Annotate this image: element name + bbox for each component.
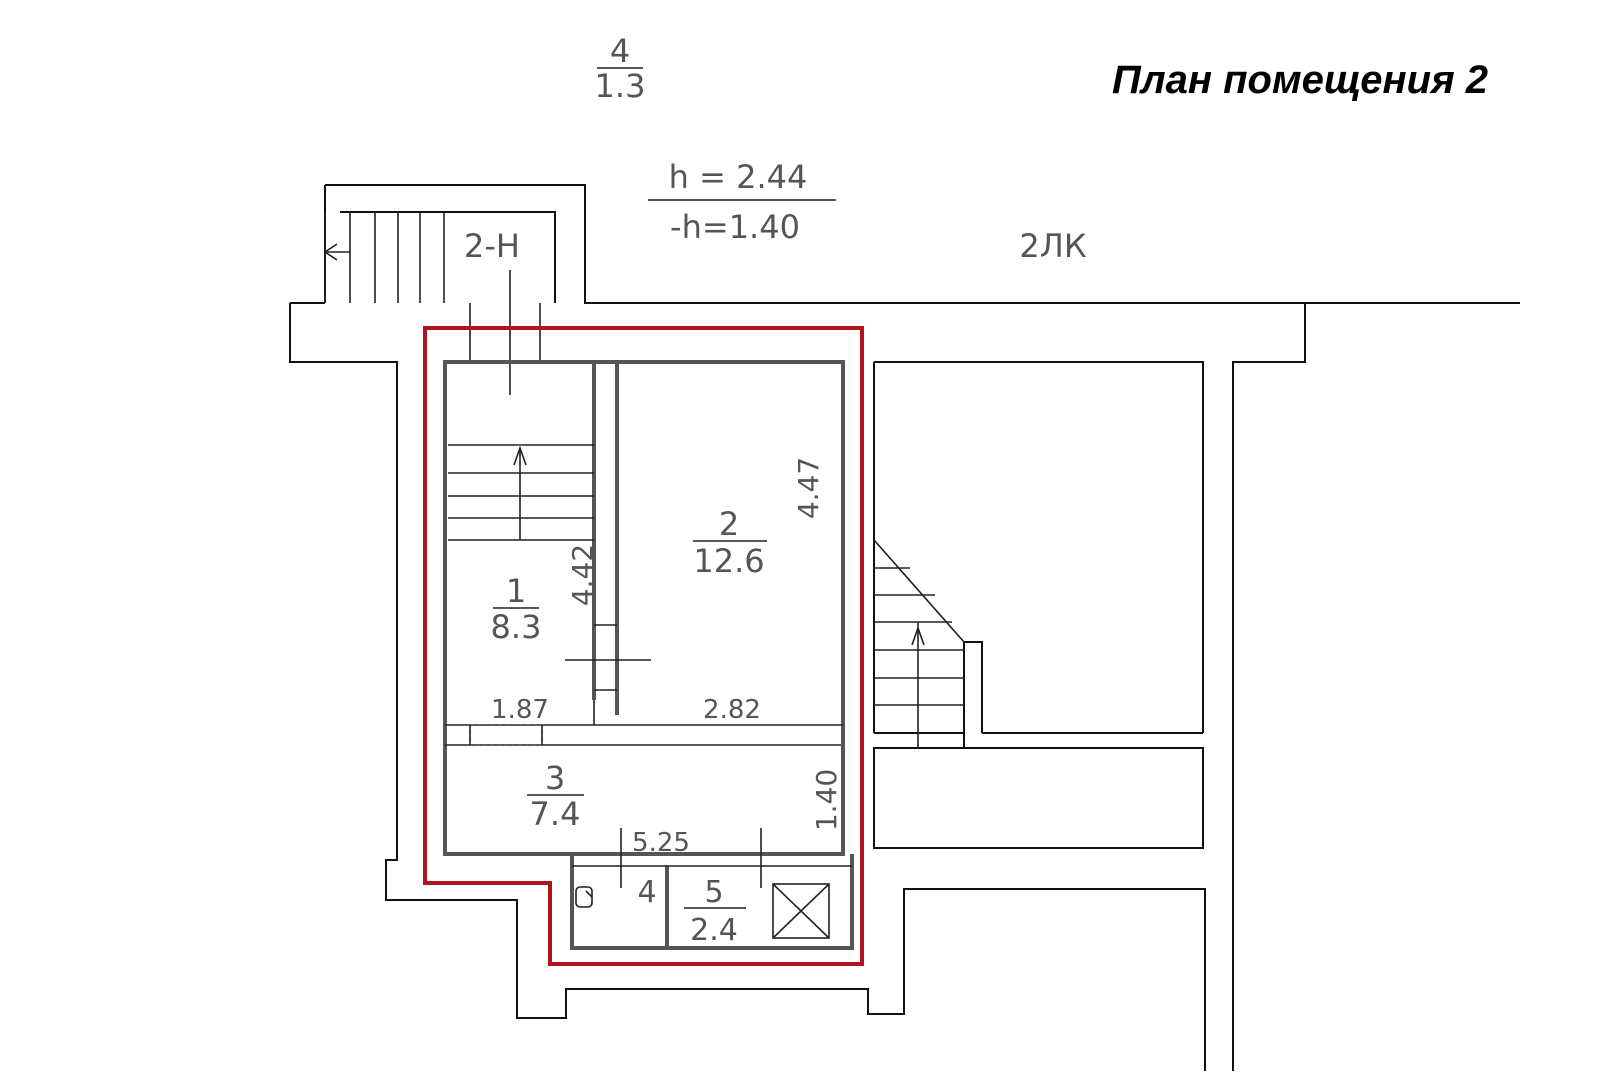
dimension-room-2-height: 4.47	[792, 457, 825, 519]
upper-stair	[323, 212, 541, 395]
dimension-room-2-width: 2.82	[703, 695, 761, 725]
unit-walls	[443, 360, 854, 950]
neighbor-code: 2ЛК	[1019, 227, 1086, 265]
dimension-room-1-width: 1.87	[491, 695, 549, 725]
room-3-area: 7.4	[530, 795, 581, 833]
room-1-number: 1	[506, 572, 526, 610]
unit-boundary-outline	[423, 326, 864, 966]
negative-height: -h=1.40	[670, 208, 800, 246]
inner-stair	[448, 444, 594, 541]
room-5-area: 2.4	[690, 913, 738, 948]
room-4-number: 4	[637, 875, 656, 910]
stair-code: 2-Н	[464, 227, 520, 265]
dimension-room-1-height: 4.42	[566, 544, 599, 606]
dimension-room-3-height: 1.40	[810, 769, 843, 831]
top-room-number: 4	[610, 32, 630, 70]
fraction-rules	[493, 67, 836, 909]
room-2-area: 12.6	[693, 542, 764, 580]
plan-title: План помещения 2	[1111, 58, 1488, 102]
outer-walls	[289, 184, 1520, 1071]
room-1-area: 8.3	[491, 608, 542, 646]
top-room-area: 1.3	[595, 67, 646, 105]
ceiling-height: h = 2.44	[669, 158, 808, 196]
neighbor-stair	[873, 539, 965, 748]
dimension-room-3-width: 5.25	[632, 828, 690, 858]
room-3-number: 3	[545, 759, 565, 797]
toilet-icon	[575, 886, 593, 908]
room-2-number: 2	[719, 505, 739, 543]
ventilation-shaft-icon	[772, 883, 830, 939]
room-5-number: 5	[704, 875, 723, 910]
